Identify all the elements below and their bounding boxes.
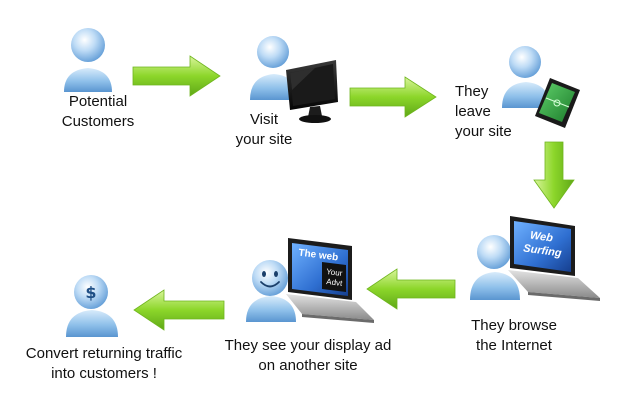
person-icon-leave <box>502 46 550 108</box>
arrow-right-icon-2 <box>349 76 437 118</box>
laptop-icon-ad <box>286 238 374 323</box>
arrow-right-icon-1 <box>132 55 221 97</box>
label-visit-your-site: Visit your site <box>220 110 308 150</box>
label-browse-line2: the Internet <box>476 337 552 354</box>
ad-box-line2: Advt <box>326 277 344 288</box>
label-potential-customers: Potential Customers <box>48 92 148 132</box>
person-icon-visit <box>250 36 298 100</box>
customer-dollar-icon <box>66 275 118 337</box>
label-potential-line2: Customers <box>61 113 135 130</box>
surfing-screen-line2: Surfing <box>523 242 563 259</box>
person-icon-potential <box>64 28 112 92</box>
label-see-display-ad: They see your display ad on another site <box>210 336 406 376</box>
label-see-ad-line2: on another site <box>258 357 358 374</box>
mobile-phone-icon <box>535 78 580 128</box>
laptop-icon-surfing <box>508 216 600 301</box>
label-leave-line3: your site <box>455 123 512 140</box>
label-browse-line1: They browse <box>471 317 557 334</box>
arrow-left-icon-2 <box>133 289 225 331</box>
surfing-screen-line1: Web <box>529 229 554 244</box>
smiley-person-icon <box>246 260 296 322</box>
arrow-left-icon-1 <box>366 268 456 310</box>
ad-screen-title: The web <box>298 248 339 264</box>
monitor-icon <box>286 60 338 123</box>
person-icon-browse <box>470 235 520 300</box>
label-convert-traffic: Convert returning traffic into customers… <box>6 344 202 384</box>
label-they-leave: They leave your site <box>455 82 535 142</box>
ad-box-line1: Your <box>326 267 343 278</box>
label-see-ad-line1: They see your display ad <box>224 337 392 354</box>
label-leave-line1: They <box>455 83 489 100</box>
label-visit-line2: your site <box>235 131 293 148</box>
label-convert-line2: into customers ! <box>51 365 157 382</box>
arrow-down-icon <box>533 141 575 209</box>
label-convert-line1: Convert returning traffic <box>25 345 183 362</box>
label-potential-line1: Potential <box>68 93 128 110</box>
label-they-browse: They browse the Internet <box>455 316 573 356</box>
dollar-symbol: $ <box>85 283 96 302</box>
label-visit-line1: Visit <box>249 111 279 128</box>
label-leave-line2: leave <box>455 103 491 120</box>
